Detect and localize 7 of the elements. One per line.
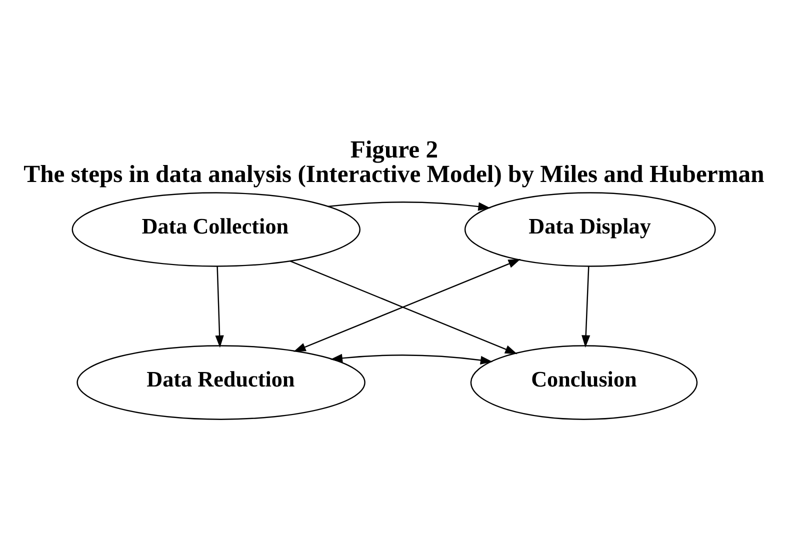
node-ellipse: Data Reduction	[76, 345, 366, 420]
arrow	[328, 202, 491, 211]
node-ellipse: Data Collection	[72, 192, 360, 267]
arrow	[215, 266, 224, 348]
arrow	[582, 266, 590, 348]
arrow	[330, 354, 493, 364]
diagram-title: Figure 2	[350, 136, 438, 164]
